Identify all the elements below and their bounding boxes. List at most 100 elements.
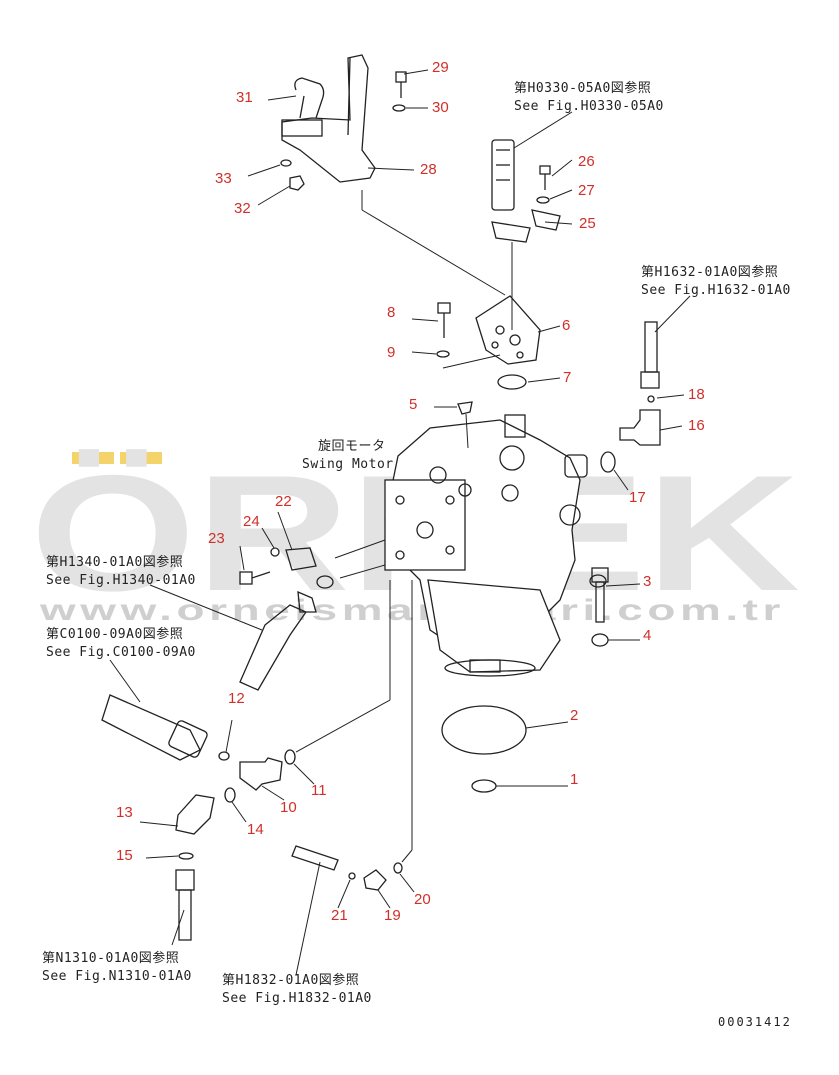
bolt-23: [251, 571, 271, 579]
callout-26: 26: [578, 153, 595, 170]
reference-labels: 第H0330-05A0図参照 See Fig.H0330-05A0 第H1632…: [42, 80, 792, 1029]
callout-31: 31: [236, 89, 253, 106]
callout-7: 7: [563, 369, 571, 386]
pipe-h1632: [644, 321, 658, 373]
o-ring-17: [600, 451, 616, 473]
motor-relief: [504, 414, 526, 438]
callout-6: 6: [562, 317, 570, 334]
callout-13: 13: [116, 804, 133, 821]
callout-29: 29: [432, 59, 449, 76]
ref-h1832-jp: 第H1832-01A0図参照: [222, 972, 359, 988]
callout-28: 28: [420, 161, 437, 178]
washer-33: [280, 159, 292, 167]
callout-17: 17: [629, 489, 646, 506]
motor-label-jp: 旋回モータ: [318, 439, 386, 454]
u-bolt-31: [294, 77, 325, 119]
callout-leaders: [139, 69, 685, 909]
callout-14: 14: [247, 821, 264, 838]
callout-1: 1: [570, 771, 578, 788]
ref-h1340-en: See Fig.H1340-01A0: [46, 573, 196, 588]
callout-18: 18: [688, 386, 705, 403]
callout-5: 5: [409, 396, 417, 413]
bracket-assembly: [280, 54, 506, 296]
bolt-3: [595, 581, 605, 623]
pipe-h0330: [491, 139, 515, 211]
motor-label-en: Swing Motor: [302, 457, 394, 472]
callout-3: 3: [643, 573, 651, 590]
ref-h0330-en: See Fig.H0330-05A0: [514, 99, 664, 114]
callout-2: 2: [570, 707, 578, 724]
callout-15: 15: [116, 847, 133, 864]
elbow-19: [363, 869, 387, 891]
o-ring-14: [224, 787, 236, 803]
watermark-url: www.orneismanualari.com.tr: [38, 594, 785, 627]
washer-27: [536, 196, 550, 204]
ref-h0330-jp: 第H0330-05A0図参照: [514, 80, 651, 96]
motor-valve-plate: [384, 479, 466, 571]
callout-32: 32: [234, 200, 251, 217]
washer-4: [591, 633, 609, 647]
o-ring-18: [647, 395, 655, 403]
callout-10: 10: [280, 799, 297, 816]
callout-9: 9: [387, 344, 395, 361]
callout-33: 33: [215, 170, 232, 187]
flange-22: [285, 547, 317, 571]
ref-c0100-en: See Fig.C0100-09A0: [46, 645, 196, 660]
reference-leaders: [109, 111, 691, 976]
washer-24: [270, 547, 280, 557]
ref-h1832-en: See Fig.H1832-01A0: [222, 991, 372, 1006]
callout-27: 27: [578, 182, 595, 199]
elbow-13: [175, 794, 215, 835]
watermark-umlaut-1: [72, 452, 114, 464]
swing-motor: [384, 414, 607, 677]
clamp-25: [491, 221, 531, 243]
ref-c0100-jp: 第C0100-09A0図参照: [46, 626, 183, 642]
o-ring-11: [284, 749, 296, 765]
drawing-id: 00031412: [718, 1015, 792, 1029]
o-ring-12: [218, 751, 230, 761]
ref-h1632-jp: 第H1632-01A0図参照: [641, 264, 778, 280]
hose-h1340: [239, 604, 307, 691]
callout-30: 30: [432, 99, 449, 116]
ref-n1310-en: See Fig.N1310-01A0: [42, 969, 192, 984]
pipe-h1832-lower: [291, 845, 339, 871]
o-ring-20: [393, 862, 403, 874]
motor-reducer: [427, 579, 561, 673]
bracket-28: [281, 54, 376, 183]
callout-20: 20: [414, 891, 431, 908]
o-ring-21: [348, 872, 356, 880]
callout-24: 24: [243, 513, 260, 530]
block-6: [475, 295, 541, 365]
motor-port-17: [564, 454, 588, 478]
pipe-c0100: [101, 694, 201, 761]
left-fittings: [239, 539, 386, 691]
callout-12: 12: [228, 690, 245, 707]
callout-21: 21: [331, 907, 348, 924]
o-ring-7: [497, 374, 527, 390]
callout-23: 23: [208, 530, 225, 547]
ref-h1340-jp: 第H1340-01A0図参照: [46, 554, 183, 570]
clamp-base: [281, 119, 323, 137]
callout-4: 4: [643, 627, 651, 644]
callout-11: 11: [311, 782, 327, 799]
pipe-h1632-nut: [640, 371, 660, 389]
valve-block-assembly: [436, 295, 541, 390]
plug-5: [457, 401, 473, 415]
pipe-n1310-nut: [175, 869, 195, 891]
callout-25: 25: [579, 215, 596, 232]
ref-h1632-en: See Fig.H1632-01A0: [641, 283, 791, 298]
watermark-umlaut-2: [120, 452, 162, 464]
callouts: 1 2 3 4 5 6 7 8 9 10 11 12 13 14 15 16 1…: [116, 59, 705, 924]
pipe-clamp-assembly: [491, 139, 561, 330]
ref-n1310-jp: 第N1310-01A0図参照: [42, 950, 179, 966]
o-ring-2: [441, 705, 527, 755]
callout-16: 16: [688, 417, 705, 434]
callout-22: 22: [275, 493, 292, 510]
elbow-16: [619, 409, 661, 446]
nut-32: [289, 175, 305, 191]
o-ring-15: [178, 852, 194, 860]
pipe-n1310: [178, 889, 192, 941]
callout-8: 8: [387, 304, 395, 321]
